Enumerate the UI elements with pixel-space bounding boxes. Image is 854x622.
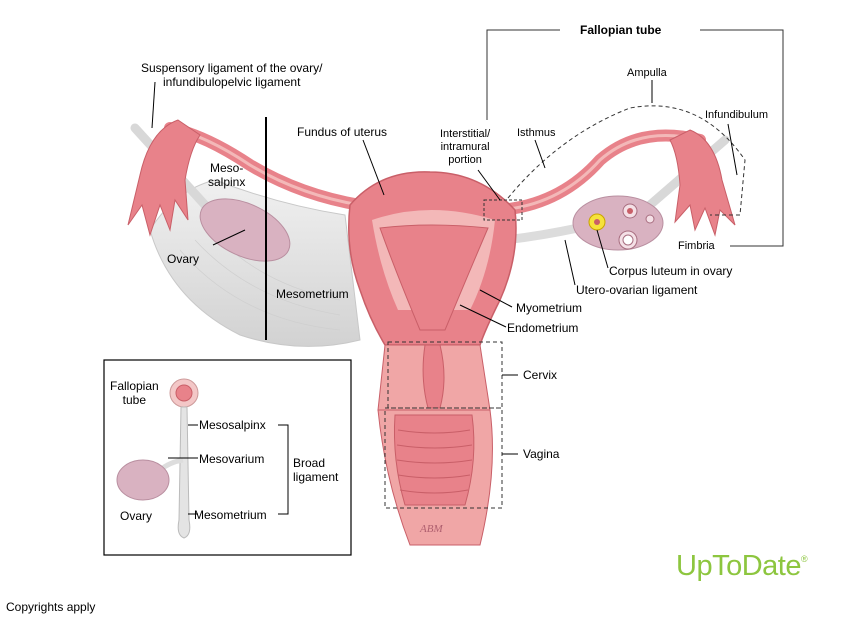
ampulla-bracket [507, 105, 746, 216]
uptodate-logo: UpToDate® [676, 550, 808, 583]
myometrium-label: Myometrium [516, 301, 583, 315]
endometrium-label: Endometrium [507, 321, 579, 335]
infundibulum-label: Infundibulum [705, 109, 768, 121]
ovary-label: Ovary [167, 252, 200, 266]
mesosalpinx-label: Meso- salpinx [208, 161, 245, 189]
fallopian-tube-label: Fallopian tube [580, 23, 662, 37]
artist-signature: ABM [419, 523, 443, 535]
mesosalpinx-line-2: salpinx [208, 175, 246, 189]
inset-ovary-shape [116, 459, 170, 501]
interstitial-line-3: portion [448, 154, 482, 166]
inset-fallopian-tube-line-2: tube [122, 393, 147, 407]
inset-fallopian-tube-line-1: Fallopian [110, 379, 159, 393]
isthmus-label: Isthmus [517, 127, 556, 139]
mesometrium-label: Mesometrium [276, 287, 349, 301]
inset-fallopian-tube-label: Fallopian tube [110, 379, 159, 407]
inset-mesometrium-label: Mesometrium [194, 508, 267, 522]
brand-text: UpToDate [676, 550, 801, 582]
inset-broad-ligament-shape [177, 406, 191, 539]
inset-broad-ligament-label: Broad ligament [293, 456, 338, 484]
inset-mesovarium-label: Mesovarium [199, 452, 265, 466]
ampulla-label: Ampulla [627, 67, 667, 79]
interstitial-label: Interstitial/ intramural portion [440, 128, 490, 167]
vagina-label: Vagina [523, 447, 560, 461]
vagina-bracket [384, 407, 503, 509]
interstitial-line-2: intramural [440, 141, 490, 153]
suspensory-ligament-line-1: Suspensory ligament of the ovary/ [141, 61, 323, 75]
inset-ovary-label: Ovary [120, 509, 153, 523]
right-ovary-shape [572, 195, 664, 251]
right-fimbria-shape [669, 129, 736, 237]
fallopian-tube-bracket [486, 29, 784, 247]
utero-ovarian-ligament-label: Utero-ovarian ligament [576, 283, 698, 297]
inset-panel [103, 359, 352, 556]
copyright-notice: Copyrights apply [6, 600, 96, 614]
mesosalpinx-line-1: Meso- [210, 161, 244, 175]
corpus-luteum-label: Corpus luteum in ovary [609, 264, 733, 278]
cervix-label: Cervix [523, 368, 558, 382]
uterine-cavity-shape [379, 224, 489, 331]
brand-registered-mark: ® [800, 554, 808, 564]
fundus-label: Fundus of uterus [297, 125, 388, 139]
interstitial-bracket [483, 199, 523, 221]
inset-mesosalpinx-label: Mesosalpinx [199, 418, 266, 432]
suspensory-ligament-line-2: infundibulopelvic ligament [163, 75, 301, 89]
fimbria-label: Fimbria [678, 240, 715, 252]
inset-broad-ligament-line-1: Broad [293, 456, 326, 470]
interstitial-line-1: Interstitial/ [440, 128, 491, 140]
inset-broad-ligament-line-2: ligament [293, 470, 339, 484]
left-fimbria-shape [127, 119, 201, 237]
suspensory-ligament-label: Suspensory ligament of the ovary/ infund… [141, 61, 322, 89]
